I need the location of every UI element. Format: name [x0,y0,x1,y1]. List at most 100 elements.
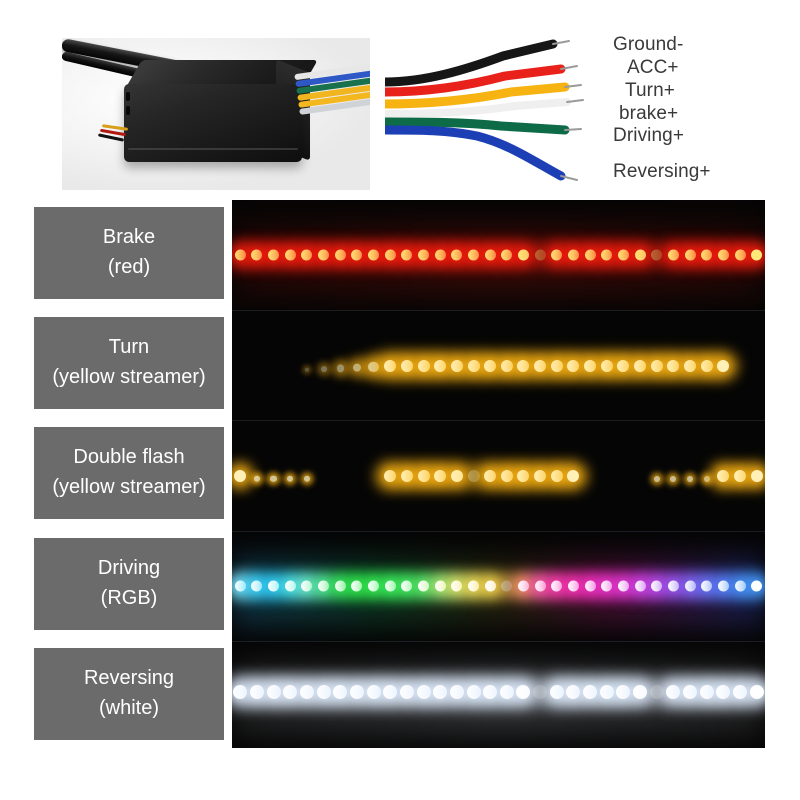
led-dot [734,249,746,260]
led-dot [249,685,264,699]
led-dot [634,249,646,260]
led-dot [484,580,496,591]
led-dot [687,476,694,482]
led-dot [468,249,480,260]
led-row-driving [232,531,765,641]
led-dot [284,580,296,591]
mode-title-double-flash: Double flash [73,446,185,469]
led-dot [336,364,344,372]
led-strip-double-flash [232,464,765,500]
led-dot [418,249,430,260]
led-dot [484,470,497,482]
led-dot [467,360,480,372]
wire-label-driving: Driving+ [613,125,685,146]
led-dot [651,580,663,591]
mode-title-driving: Driving [97,557,161,580]
led-dot [401,580,413,591]
led-dot [633,685,648,699]
led-dot [501,580,513,591]
led-dot [251,580,263,591]
led-dot [234,249,246,260]
led-dot [567,580,579,591]
led-dot [734,580,746,591]
led-dot [500,470,513,482]
led-dot [483,685,498,699]
led-dot [318,249,330,260]
led-dot [584,249,596,260]
led-dot [384,470,397,482]
led-dot [334,249,346,260]
led-strip-turn [232,354,765,390]
led-row-brake [232,200,765,310]
led-dot [399,685,414,699]
led-dot [684,249,696,260]
led-dot [650,360,663,372]
led-dot [417,470,430,482]
wire-label-reversing: Reversing+ [613,161,711,182]
wire-path-ground [385,39,558,87]
led-dot [683,685,698,699]
led-dot [516,685,531,699]
led-dot [534,360,547,372]
led-dot [467,470,480,482]
row-separator [232,420,765,421]
led-dot [517,249,529,260]
led-dot [670,476,677,482]
led-dot [700,360,713,372]
led-dot [534,470,547,482]
led-dot [666,685,681,699]
led-dot [617,360,630,372]
wire-identification-diagram: Ground- ACC+ Turn+ brake+ Driving+ Rever… [385,30,795,200]
led-dot [501,249,513,260]
product-photo [62,38,370,190]
led-dot [283,685,298,699]
led-row-turn [232,310,765,420]
led-dot [584,580,596,591]
led-dot [450,360,463,372]
led-dot [234,580,246,591]
led-dot [550,360,563,372]
led-dot [667,249,679,260]
led-dot [270,475,277,482]
led-dot [733,685,748,699]
led-dot [449,685,464,699]
ambient-glow [232,226,765,294]
led-dot [651,249,663,260]
led-dot [567,470,580,482]
row-separator [232,310,765,311]
mode-subtitle-turn: (yellow streamer) [52,366,206,388]
led-dot [384,249,396,260]
led-dot [699,685,714,699]
wire-path-driving [385,117,570,135]
led-dot [352,363,362,372]
led-dot [534,580,546,591]
wire-path-acc [385,64,566,97]
led-dot [600,360,613,372]
led-dot [451,580,463,591]
led-dot [434,249,446,260]
wire-label-turn: Turn+ [625,80,675,101]
led-dot [567,360,580,372]
led-dot [400,360,413,372]
led-dot [349,685,364,699]
led-dot [601,580,613,591]
wire-tip-icon [552,40,584,181]
wire-path-reversing [385,125,566,181]
led-dot [266,685,281,699]
led-dot [750,470,763,482]
led-dot [717,360,730,372]
led-dot [301,249,313,260]
ambient-glow [232,665,765,733]
led-dot [701,580,713,591]
led-dot [616,685,631,699]
mode-subtitle-driving: (RGB) [100,587,158,609]
wire-bundle-illustration [385,39,584,181]
led-dot [703,476,710,482]
led-dot [667,580,679,591]
led-dot [316,685,331,699]
led-dot [333,685,348,699]
led-dot [599,685,614,699]
led-dot [351,249,363,260]
mode-label-turn: Turn (yellow streamer) [34,317,224,409]
led-dot [433,685,448,699]
